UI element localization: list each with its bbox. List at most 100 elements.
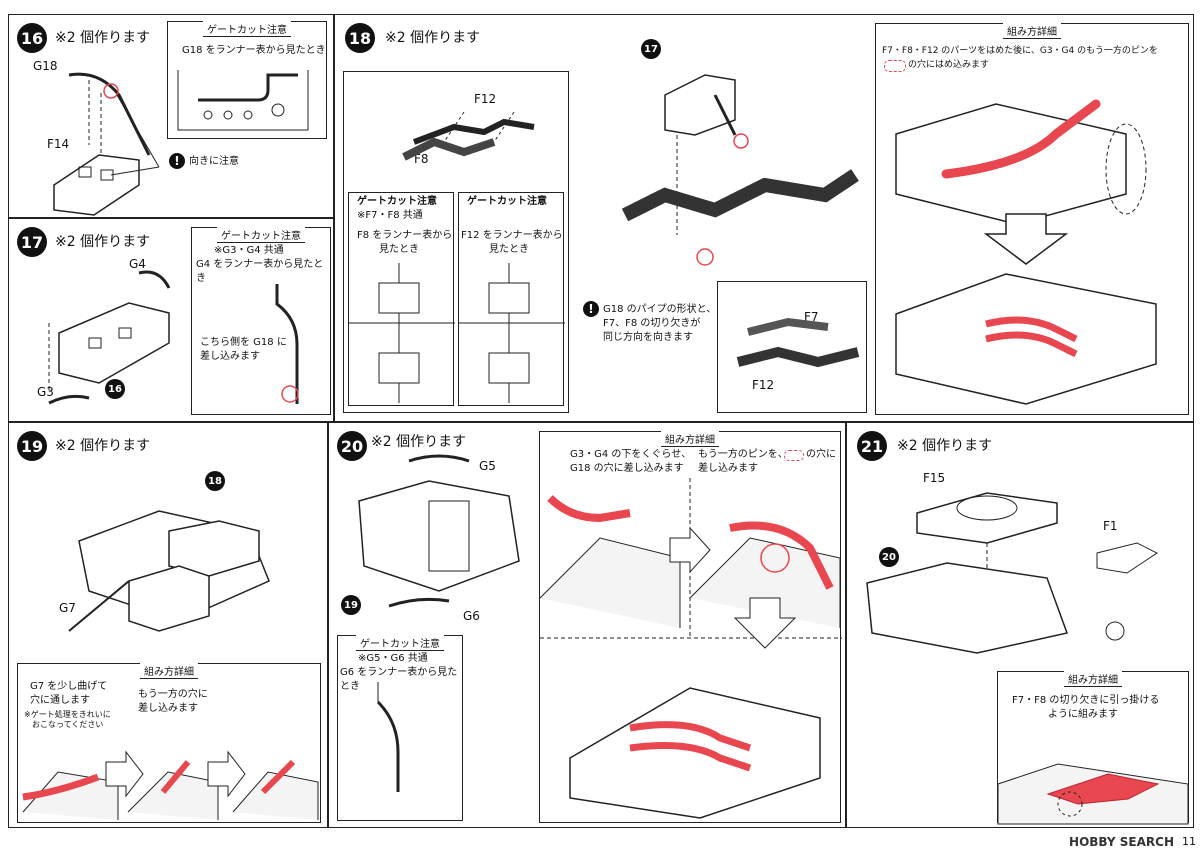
part-g18-label: G18 xyxy=(33,59,58,73)
page-number: 11 xyxy=(1182,835,1196,848)
f8-runner-diagram xyxy=(349,263,455,403)
detail-line2: ように組みます xyxy=(1048,709,1118,720)
part-f12b-label: F12 xyxy=(752,378,775,392)
step-21-panel: 21 ※2 個作ります F15 F1 20 組み方詳細 F7・F8 の切り欠きに… xyxy=(846,422,1194,828)
detail-l1: G3・G4 の下をくぐらせ、 xyxy=(570,449,692,460)
step-18-panel: 18 ※2 個作ります F12 F8 ゲートカット注意 ※F7・F8 共通 F8… xyxy=(334,14,1194,422)
step-19-illustration xyxy=(68,510,270,632)
step-18-warning-line3: 同じ方向を向きます xyxy=(603,332,693,343)
step-20-panel: 20 ※2 個作ります G5 G6 19 ゲートカット注意 ※G5・G6 共通 … xyxy=(328,422,846,828)
step-16-panel: 16 ※2 個作ります G18 F14 ! 向きに注意 ゲートカット注意 G18… xyxy=(8,14,334,218)
f8-f12-illustration xyxy=(402,111,535,161)
detail-a3: ※ゲート処理をきれいに xyxy=(24,710,111,719)
detail-b2: 差し込みます xyxy=(138,703,198,714)
detail-illustration xyxy=(22,750,319,820)
detail-illustration xyxy=(539,478,842,819)
step-19-panel: 19 ※2 個作ります 18 G7 組み方詳細 G7 を少し曲げて 穴に通します… xyxy=(8,422,328,828)
step-21-detail-box: 組み方詳細 F7・F8 の切り欠きに引っ掛ける ように組みます xyxy=(997,671,1189,825)
gatecut-f12-box: ゲートカット注意 F12 をランナー表から 見たとき xyxy=(458,192,565,406)
gatecut-line2: G4 をランナー表から見たとき xyxy=(196,259,324,284)
hole-marker-icon xyxy=(884,60,906,72)
gatecut-line2: G6 をランナー表から見たとき xyxy=(340,667,458,692)
detail-line2: の穴にはめ込みます xyxy=(908,60,990,70)
f12-runner-diagram xyxy=(459,263,565,403)
step-18-main-illustration xyxy=(621,74,859,266)
step-18-parts-box: F12 F8 ゲートカット注意 ※F7・F8 共通 F8 をランナー表から 見た… xyxy=(343,71,569,413)
detail-illustration xyxy=(895,99,1157,405)
part-f14-label: F14 xyxy=(47,137,70,151)
part-f1-label: F1 xyxy=(1103,519,1118,533)
part-f12-label: F12 xyxy=(474,92,497,106)
warning-icon: ! xyxy=(169,153,185,169)
watermark: HOBBY SEARCH xyxy=(1069,835,1174,849)
step-21-illustration xyxy=(866,492,1158,654)
detail-a2: 穴に通します xyxy=(30,695,90,706)
step-20-detail-box: 組み方詳細 G3・G4 の下をくぐらせ、 G18 の穴に差し込みます もう一方の… xyxy=(539,431,842,823)
detail-a4: おこなってください xyxy=(32,720,104,729)
detail-r3: 差し込みます xyxy=(698,463,758,474)
step-17-illustration xyxy=(48,270,171,405)
step-17-badge: 17 xyxy=(17,227,47,257)
runner-diagram xyxy=(177,70,309,131)
gatecut-title: ゲートカット注意 xyxy=(357,196,437,207)
detail-a1: G7 を少し曲げて xyxy=(30,681,108,692)
gatecut-note1: こちら側を G18 に xyxy=(200,337,287,348)
step-18-warning-line1: G18 のパイプの形状と、 xyxy=(603,304,717,315)
gatecut-text: G18 をランナー表から見たとき xyxy=(182,45,326,56)
step-16-badge: 16 xyxy=(17,23,47,53)
step-17-ref-badge: 16 xyxy=(105,379,125,399)
gatecut-f8-box: ゲートカット注意 ※F7・F8 共通 F8 をランナー表から 見たとき xyxy=(348,192,455,406)
part-f8-label: F8 xyxy=(414,152,429,166)
gatecut-note2: 差し込みます xyxy=(200,351,260,362)
step-21-title: ※2 個作ります xyxy=(897,438,993,454)
step-20-badge: 20 xyxy=(337,431,367,461)
part-g6-label: G6 xyxy=(463,609,480,623)
detail-title: 組み方詳細 xyxy=(661,431,719,447)
step-19-badge: 19 xyxy=(17,431,47,461)
detail-r1: もう一方のピンを、 xyxy=(698,449,788,460)
hole-marker-icon xyxy=(784,450,804,461)
detail-illustration xyxy=(997,763,1189,825)
step-16-illustration xyxy=(53,72,160,216)
step-20-gatecut-box: ゲートカット注意 ※G5・G6 共通 G6 をランナー表から見たとき xyxy=(337,635,463,821)
step-20-title: ※2 個作ります xyxy=(371,434,467,450)
step-19-ref-badge: 18 xyxy=(205,471,225,491)
step-18-detail-box: 組み方詳細 F7・F8・F12 のパーツをはめた後に、G3・G4 のもう一方のピ… xyxy=(875,23,1189,415)
detail-b1: もう一方の穴に xyxy=(138,689,208,700)
step-16-gatecut-box: ゲートカット注意 G18 をランナー表から見たとき xyxy=(167,21,327,139)
gatecut-line1: ※F7・F8 共通 xyxy=(357,210,423,221)
detail-title: 組み方詳細 xyxy=(1064,671,1122,687)
detail-line1: F7・F8・F12 のパーツをはめた後に、G3・G4 のもう一方のピンを xyxy=(882,46,1158,56)
part-g7-label: G7 xyxy=(59,601,76,615)
gatecut-title: ゲートカット注意 xyxy=(217,227,305,243)
part-f15-label: F15 xyxy=(923,471,946,485)
part-g3-label: G3 xyxy=(37,385,54,399)
gatecut-title: ゲートカット注意 xyxy=(467,196,547,207)
pipe-diagram xyxy=(376,682,400,792)
step-21-ref-badge: 20 xyxy=(879,547,899,567)
detail-l2: G18 の穴に差し込みます xyxy=(570,463,684,474)
step-19-detail-box: 組み方詳細 G7 を少し曲げて 穴に通します ※ゲート処理をきれいに おこなって… xyxy=(17,663,321,823)
f7-illustration xyxy=(736,317,860,368)
step-16-title: ※2 個作ります xyxy=(55,30,151,46)
step-17-title: ※2 個作ります xyxy=(55,234,151,250)
step-20-illustration xyxy=(358,454,520,608)
gatecut-line2: 見たとき xyxy=(489,244,529,255)
gatecut-line3: 見たとき xyxy=(379,244,419,255)
step-19-title: ※2 個作ります xyxy=(55,438,151,454)
pipe-diagram xyxy=(275,284,299,404)
part-g5-label: G5 xyxy=(479,459,496,473)
gatecut-line1: ※G5・G6 共通 xyxy=(358,653,428,664)
warning-icon: ! xyxy=(583,301,599,317)
step-21-badge: 21 xyxy=(857,431,887,461)
step-18-ref-badge: 17 xyxy=(641,39,661,59)
gatecut-title: ゲートカット注意 xyxy=(203,21,291,37)
step-16-warning-text: 向きに注意 xyxy=(189,156,239,167)
step-18-badge: 18 xyxy=(345,23,375,53)
step-18-title: ※2 個作ります xyxy=(385,30,481,46)
gatecut-line1: F12 をランナー表から xyxy=(461,230,563,241)
gatecut-title: ゲートカット注意 xyxy=(356,635,444,651)
step-20-ref-badge: 19 xyxy=(341,595,361,615)
step-17-gatecut-box: ゲートカット注意 ※G3・G4 共通 G4 をランナー表から見たとき こちら側を… xyxy=(191,227,331,415)
detail-line1: F7・F8 の切り欠きに引っ掛ける xyxy=(1012,695,1160,706)
